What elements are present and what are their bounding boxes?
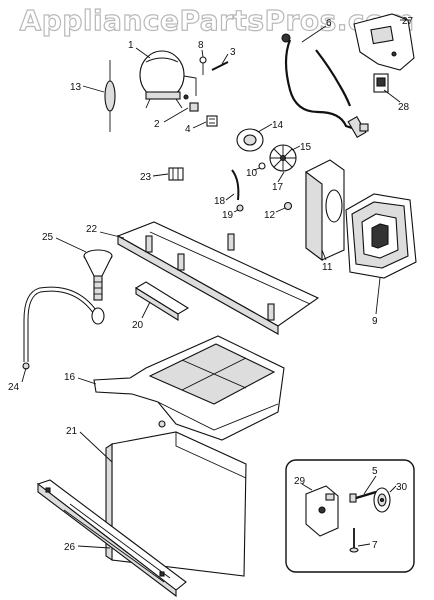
label-3: 3 [230,47,236,58]
part-20-channel[interactable] [134,281,190,321]
label-6: 6 [326,18,332,29]
label-16: 16 [64,372,76,383]
label-1: 1 [128,40,134,51]
label-22: 22 [86,224,98,235]
part-11-shroud[interactable] [305,159,345,262]
part-10-clip[interactable] [258,162,266,170]
label-26: 26 [64,542,76,553]
part-13-tube[interactable] [104,60,116,132]
part-12-washer[interactable] [283,201,293,211]
part-15-fan-blade[interactable] [269,144,297,172]
label-27: 27 [402,16,414,27]
label-21: 21 [66,426,78,437]
watermark: AppliancePartsPros.com [19,3,415,37]
label-15: 15 [300,142,312,153]
part-8-bolt[interactable] [199,56,207,75]
part-23-terminal[interactable] [168,167,184,181]
label-4: 4 [185,124,191,135]
leader-lines [21,19,410,549]
part-14-fan-motor[interactable] [236,128,264,152]
label-19: 19 [222,210,234,221]
label-25: 25 [42,232,54,243]
part-29-bracket[interactable] [305,485,339,537]
part-9-condenser-coil[interactable] [345,193,417,279]
part-1-compressor[interactable] [139,50,197,109]
part-7-screw[interactable] [349,528,359,553]
label-11: 11 [322,262,333,273]
label-2: 2 [154,119,160,130]
part-27-bracket[interactable] [353,13,415,71]
part-16-drain-pan[interactable] [93,335,285,441]
part-19-screw[interactable] [236,204,244,212]
part-22-base-pan[interactable] [116,221,320,335]
part-6-power-cord[interactable] [281,33,369,139]
label-9: 9 [372,316,378,327]
part-labels: 1 8 3 13 2 4 6 27 28 14 15 10 17 23 18 1… [8,16,414,553]
label-28: 28 [398,102,410,113]
label-20: 20 [132,320,144,331]
label-29: 29 [294,476,306,487]
part-24-drain-tube[interactable] [22,286,105,370]
label-30: 30 [396,482,408,493]
part-26-toe-grille[interactable] [36,479,187,598]
label-8: 8 [198,40,204,51]
part-30-wheel[interactable] [373,487,391,513]
part-5-bolt[interactable] [349,490,377,503]
label-13: 13 [70,82,82,93]
part-4-relay[interactable] [206,115,218,127]
part-2-grommet[interactable] [189,102,199,112]
part-28-switch[interactable] [373,73,389,93]
label-10: 10 [246,168,258,179]
label-14: 14 [272,120,284,131]
inset-box [285,459,415,573]
label-23: 23 [140,172,152,183]
label-17: 17 [272,182,284,193]
label-7: 7 [372,540,378,551]
part-18-bracket[interactable] [231,169,240,201]
part-25-drain-funnel[interactable] [83,249,113,301]
label-12: 12 [264,210,276,221]
part-3-pin[interactable] [211,61,229,71]
label-5: 5 [372,466,378,477]
label-24: 24 [8,382,20,393]
label-18: 18 [214,196,226,207]
